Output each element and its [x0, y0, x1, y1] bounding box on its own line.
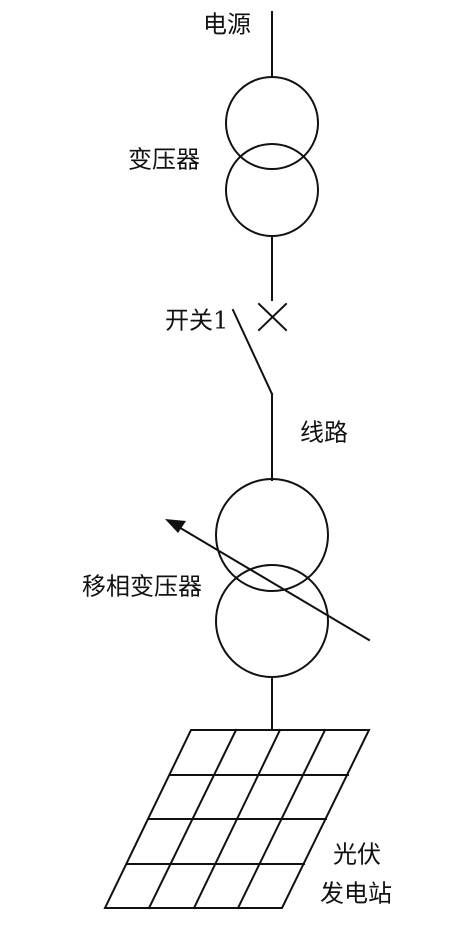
phase-shift-upper-winding	[215, 478, 329, 592]
switch-label: 开关1	[165, 307, 228, 335]
pv-panel-grid	[103, 728, 371, 910]
switch-cross-line-b	[257, 302, 288, 332]
pv-panel-column-line-2	[192, 728, 282, 910]
line-label: 线路	[300, 419, 348, 447]
pv-station-label-line-2: 发电站	[320, 880, 392, 908]
transformer-lower-winding	[225, 143, 319, 237]
transformer-symbol	[225, 76, 319, 237]
switch-blade	[231, 308, 274, 396]
switch-symbol	[231, 302, 288, 396]
power-source-label: 电源	[203, 11, 251, 39]
phase-shift-arrow-shaft	[170, 521, 371, 642]
phase-shift-arrow-head	[165, 519, 186, 533]
pv-station-label-line-1: 光伏	[333, 841, 381, 869]
pv-panel-column-line-1	[147, 728, 238, 910]
transformer-upper-winding	[225, 76, 319, 170]
phase-shift-transformer-label: 移相变压器	[82, 573, 202, 601]
pv-panel-outline	[103, 729, 371, 909]
pv-panel-column-line-3	[236, 728, 327, 910]
transformer-label: 变压器	[128, 146, 200, 174]
